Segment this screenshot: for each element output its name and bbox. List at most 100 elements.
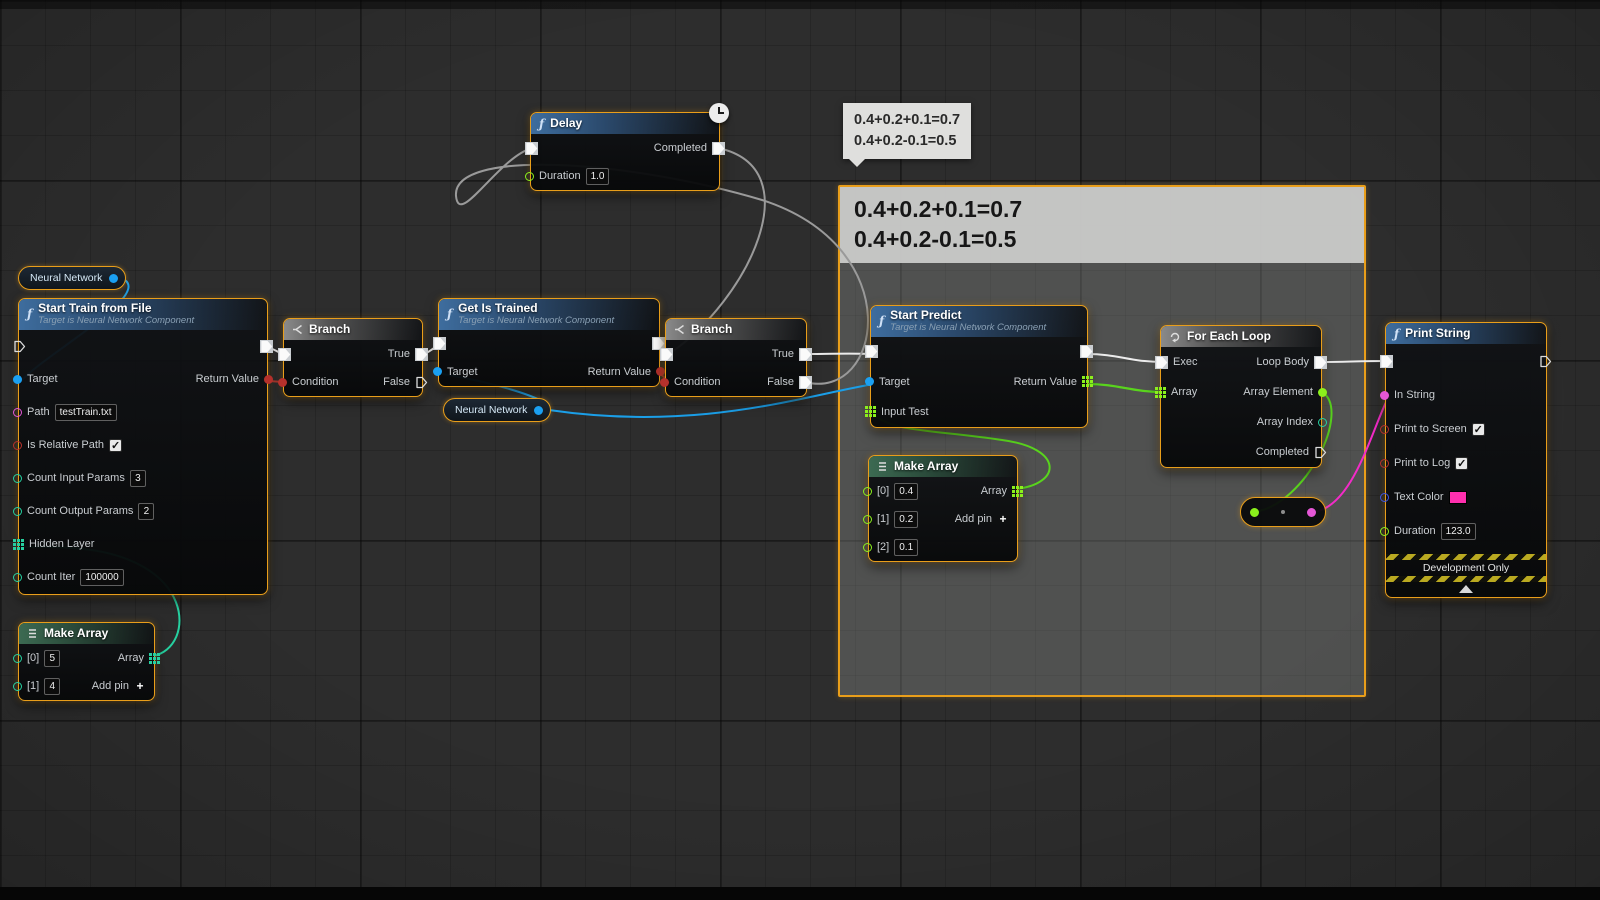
node-header[interactable]: ƒ Start Predict Target is Neural Network…: [871, 306, 1087, 337]
conversion-node[interactable]: [1240, 497, 1326, 527]
path-input[interactable]: testTrain.txt: [55, 404, 117, 421]
exec-in-pin[interactable]: [1155, 356, 1168, 369]
duration-input[interactable]: 1.0: [586, 168, 610, 185]
in-string-pin[interactable]: [1380, 391, 1389, 400]
node-header[interactable]: Branch: [284, 319, 422, 340]
node-subtitle: Target is Neural Network Component: [458, 316, 614, 327]
node-start-predict[interactable]: ƒ Start Predict Target is Neural Network…: [870, 305, 1088, 428]
count-iter-pin[interactable]: [13, 573, 22, 582]
duration-pin[interactable]: [1380, 527, 1389, 536]
exec-in-pin[interactable]: [1380, 355, 1393, 368]
node-header[interactable]: Make Array: [19, 623, 154, 644]
condition-pin[interactable]: [660, 378, 669, 387]
target-pin[interactable]: [865, 377, 874, 386]
array-in-pin[interactable]: [1155, 387, 1166, 398]
node-print-string[interactable]: ƒ Print String In String Print to Screen…: [1385, 322, 1547, 598]
node-make-array-2[interactable]: Make Array [0] 0.4 Array [1] 0.2 Add pin…: [868, 455, 1018, 562]
condition-pin[interactable]: [278, 378, 287, 387]
loop-body-exec-pin[interactable]: [1314, 356, 1327, 369]
collapse-arrow-icon[interactable]: [1459, 585, 1473, 593]
duration-input[interactable]: 123.0: [1441, 523, 1476, 540]
exec-in-pin[interactable]: [865, 345, 878, 358]
text-color-swatch[interactable]: [1449, 491, 1467, 504]
element-2-pin[interactable]: [863, 543, 872, 552]
node-header[interactable]: ƒ Delay: [531, 113, 719, 134]
count-input-params-pin[interactable]: [13, 474, 22, 483]
count-iter-input[interactable]: 100000: [80, 569, 123, 586]
variable-output-pin[interactable]: [534, 406, 543, 415]
print-to-log-pin[interactable]: [1380, 459, 1389, 468]
node-header[interactable]: ƒ Print String: [1386, 323, 1546, 344]
duration-pin[interactable]: [525, 172, 534, 181]
node-get-is-trained[interactable]: ƒ Get Is Trained Target is Neural Networ…: [438, 298, 660, 387]
print-to-screen-checkbox[interactable]: [1472, 423, 1485, 436]
variable-node-neural-network-1[interactable]: Neural Network: [18, 266, 126, 290]
target-pin[interactable]: [433, 367, 442, 376]
node-header[interactable]: Branch: [666, 319, 806, 340]
array-element-pin[interactable]: [1318, 388, 1327, 397]
print-to-screen-pin[interactable]: [1380, 425, 1389, 434]
node-start-train-from-file[interactable]: ƒ Start Train from File Target is Neural…: [18, 298, 268, 595]
exec-out-pin[interactable]: [1080, 345, 1093, 358]
add-pin-button[interactable]: [997, 512, 1009, 526]
add-pin-button[interactable]: [134, 679, 146, 693]
node-header[interactable]: ƒ Start Train from File Target is Neural…: [19, 299, 267, 330]
exec-out-pin[interactable]: [260, 340, 273, 353]
element-1-pin[interactable]: [863, 515, 872, 524]
count-output-params-pin[interactable]: [13, 507, 22, 516]
variable-output-pin[interactable]: [109, 274, 118, 283]
array-index-pin[interactable]: [1318, 418, 1327, 427]
array-out-pin[interactable]: [149, 653, 160, 664]
exec-in-pin[interactable]: [278, 348, 291, 361]
is-relative-path-pin[interactable]: [13, 441, 22, 450]
element-0-input[interactable]: 5: [44, 650, 60, 667]
path-pin[interactable]: [13, 408, 22, 417]
false-exec-pin[interactable]: [799, 376, 812, 389]
node-branch-1[interactable]: Branch True Condition False: [283, 318, 423, 397]
true-exec-pin[interactable]: [415, 348, 428, 361]
element-2-input[interactable]: 0.1: [894, 539, 918, 556]
conversion-out-pin[interactable]: [1307, 508, 1316, 517]
element-0-pin[interactable]: [863, 487, 872, 496]
exec-in-pin[interactable]: [525, 142, 538, 155]
target-pin[interactable]: [13, 375, 22, 384]
hidden-layer-array-pin[interactable]: [13, 539, 24, 550]
return-value-array-pin[interactable]: [1082, 376, 1093, 387]
count-output-params-input[interactable]: 2: [138, 503, 154, 520]
exec-out-pin[interactable]: [1539, 355, 1552, 368]
is-relative-path-checkbox[interactable]: [109, 439, 122, 452]
node-delay[interactable]: ƒ Delay Completed Duration 1.0: [530, 112, 720, 191]
array-element-label: Array Element: [1243, 386, 1313, 398]
return-value-pin[interactable]: [264, 375, 273, 384]
element-0-input[interactable]: 0.4: [894, 483, 918, 500]
node-header[interactable]: Make Array: [869, 456, 1017, 477]
node-for-each-loop[interactable]: For Each Loop Exec Loop Body Array Array…: [1160, 325, 1322, 468]
exec-in-pin[interactable]: [13, 340, 26, 353]
element-0-pin[interactable]: [13, 654, 22, 663]
count-input-params-input[interactable]: 3: [130, 470, 146, 487]
true-exec-pin[interactable]: [799, 348, 812, 361]
text-color-pin[interactable]: [1380, 493, 1389, 502]
element-1-input[interactable]: 4: [44, 678, 60, 695]
node-header[interactable]: ƒ Get Is Trained Target is Neural Networ…: [439, 299, 659, 330]
completed-exec-pin[interactable]: [712, 142, 725, 155]
return-value-label: Return Value: [1014, 376, 1077, 388]
element-1-pin[interactable]: [13, 682, 22, 691]
input-test-array-pin[interactable]: [865, 406, 876, 417]
variable-node-neural-network-2[interactable]: Neural Network: [443, 398, 551, 422]
element-1-input[interactable]: 0.2: [894, 511, 918, 528]
node-branch-2[interactable]: Branch True Condition False: [665, 318, 807, 397]
false-exec-pin[interactable]: [415, 376, 428, 389]
conversion-in-pin[interactable]: [1250, 508, 1259, 517]
exec-in-pin[interactable]: [433, 337, 446, 350]
array-out-pin[interactable]: [1012, 486, 1023, 497]
node-make-array-1[interactable]: Make Array [0] 5 Array [1] 4 Add pin: [18, 622, 155, 701]
print-to-log-checkbox[interactable]: [1455, 457, 1468, 470]
comment-header[interactable]: 0.4+0.2+0.1=0.7 0.4+0.2-0.1=0.5: [840, 187, 1364, 263]
exec-in-pin[interactable]: [660, 348, 673, 361]
return-value-pin[interactable]: [656, 367, 665, 376]
completed-exec-pin[interactable]: [1314, 446, 1327, 459]
count-iter-label: Count Iter: [27, 571, 75, 583]
node-header[interactable]: For Each Loop: [1161, 326, 1321, 347]
